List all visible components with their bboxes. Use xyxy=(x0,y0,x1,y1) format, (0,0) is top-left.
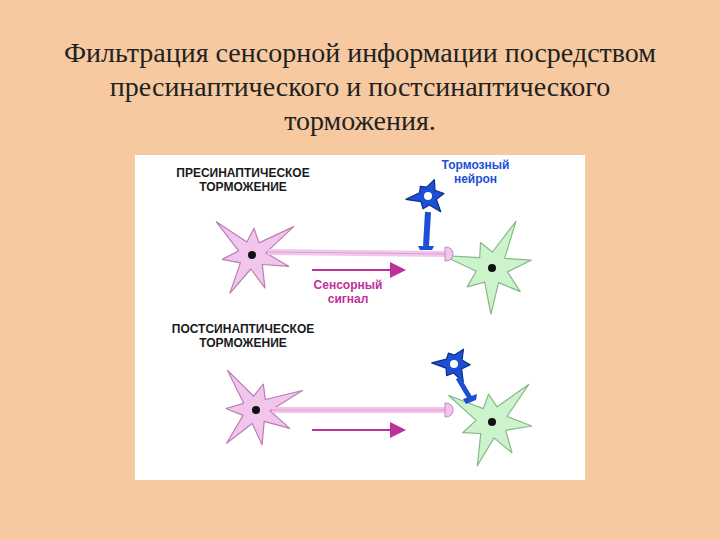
axon-terminal xyxy=(445,403,453,417)
pink-axon xyxy=(272,407,448,413)
diagram-label: Тормозный нейрон xyxy=(428,158,523,186)
neuron-body xyxy=(216,222,293,294)
axon-terminal xyxy=(445,247,453,261)
neuron-body xyxy=(406,180,444,212)
inhibitory-axon xyxy=(458,378,470,398)
nucleus xyxy=(450,360,458,368)
white-panel xyxy=(135,155,585,480)
diagram-label: ПРЕСИНАПТИЧЕСКОЕ ТОРМОЖЕНИЕ xyxy=(168,166,318,194)
nucleus xyxy=(252,406,260,414)
neuron-body xyxy=(449,384,532,465)
pink-axon xyxy=(268,252,448,254)
neuron-body xyxy=(432,349,471,382)
nucleus xyxy=(424,192,432,200)
inhibitory-axon xyxy=(426,212,428,246)
slide-title: Фильтрация сенсорной информации посредст… xyxy=(60,36,660,138)
nucleus xyxy=(488,264,496,272)
nucleus xyxy=(488,418,496,426)
signal-arrow xyxy=(312,269,404,271)
neuron-body xyxy=(443,221,531,314)
nucleus xyxy=(248,251,256,259)
diagram-label: Сенсорный сигнал xyxy=(308,278,388,306)
diagram-label: ПОСТСИНАПТИЧЕСКОЕ ТОРМОЖЕНИЕ xyxy=(158,322,328,350)
signal-arrow xyxy=(312,429,404,431)
